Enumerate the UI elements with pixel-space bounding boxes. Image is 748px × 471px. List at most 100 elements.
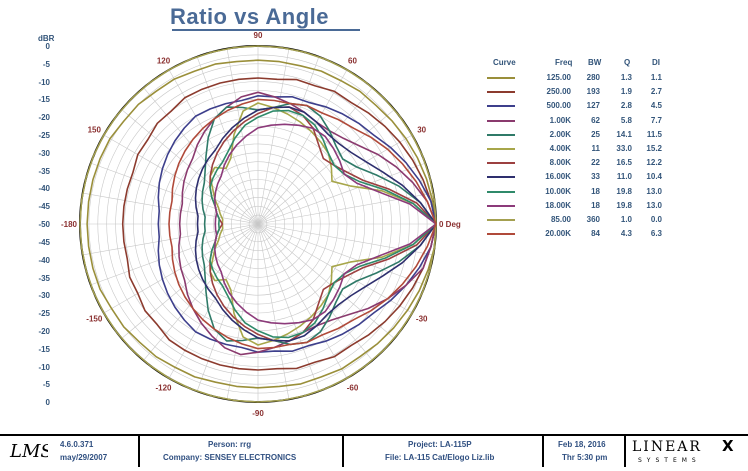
radial-tick-lower: -30 <box>38 291 50 301</box>
svg-text:SYSTEMS: SYSTEMS <box>638 457 701 464</box>
legend-freq: 125.00 <box>546 73 571 82</box>
legend-swatch <box>487 133 515 136</box>
legend-di: 1.1 <box>650 73 662 82</box>
legend-swatch <box>487 176 515 179</box>
grid-spoke <box>257 223 395 339</box>
legend-bw: 62 <box>591 115 600 125</box>
grid-spoke <box>257 223 348 379</box>
angle-label-60: 60 <box>348 56 357 65</box>
polar-curves <box>79 45 437 403</box>
legend-bw: 33 <box>591 172 600 182</box>
angle-label--120: -120 <box>155 384 172 393</box>
curve-10.00K <box>209 109 437 339</box>
legend-q: 33.0 <box>616 144 632 153</box>
legend-swatch <box>487 190 515 193</box>
angle-label--150: -150 <box>86 315 103 324</box>
legend-bw: 22 <box>591 158 600 168</box>
legend-freq: 1.00K <box>549 115 571 125</box>
angle-label-0 Deg: 0 Deg <box>439 220 461 229</box>
angle-label-90: 90 <box>254 31 263 40</box>
legend-bw: 84 <box>591 229 600 239</box>
svg-text:X: X <box>722 437 734 455</box>
legend-bw: 25 <box>591 129 600 139</box>
grid-spoke <box>90 223 259 286</box>
legend-swatch <box>487 105 515 108</box>
angle-label--180: -180 <box>61 220 78 229</box>
grid-spoke <box>143 87 259 225</box>
grid-spoke <box>226 48 259 225</box>
footer-cell-date <box>542 436 626 467</box>
curve-500.00 <box>157 95 437 353</box>
legend-di: 4.5 <box>650 101 662 111</box>
grid-spoke <box>257 223 413 314</box>
footer-version: 4.6.0.371 <box>60 440 94 449</box>
curve-85.00 <box>79 45 437 403</box>
footer-date: Feb 18, 2016 <box>558 440 606 449</box>
footer-cell-project <box>342 436 544 467</box>
footer-company: Company: SENSEY ELECTRONICS <box>163 453 297 462</box>
grid-spoke <box>226 223 259 400</box>
footer-file: File: LA-115 Cat/Elogo Liz.lib <box>385 453 495 462</box>
legend-bw: 18 <box>591 200 600 210</box>
legend-q: 11.0 <box>616 172 632 182</box>
radial-tick-upper: -5 <box>42 59 50 69</box>
legend-freq: 500.00 <box>546 101 571 111</box>
radial-axis-label: dBR <box>38 34 55 43</box>
legend-freq: 250.00 <box>546 87 571 97</box>
legend-swatch <box>487 91 515 94</box>
radial-tick-upper: -20 <box>38 113 50 123</box>
footer-time: Thr 5:30 pm <box>562 453 608 462</box>
radial-tick-upper: 0 <box>45 42 50 51</box>
footer-cell-person <box>138 436 344 467</box>
legend-swatch <box>487 204 515 207</box>
legend-swatch <box>487 219 515 221</box>
radial-tick-upper: -25 <box>38 131 50 140</box>
grid-spoke <box>121 109 259 225</box>
angle-label-150: 150 <box>88 126 102 135</box>
radial-tick-upper: -45 <box>38 202 50 212</box>
lms-logo: LMS <box>8 440 53 467</box>
radial-tick-lower: -25 <box>38 309 50 319</box>
curve-18.00K <box>214 123 437 325</box>
legend-freq: 4.00K <box>549 144 571 153</box>
legend-q: 19.8 <box>616 186 632 196</box>
grid-spoke <box>257 223 290 400</box>
legend-swatch <box>487 77 515 79</box>
linearx-logo: LINEAR X SYSTEMS <box>628 437 744 465</box>
grid-spoke <box>103 134 259 225</box>
radial-tick-lower: 0 <box>45 398 50 408</box>
radial-tick-lower: -20 <box>38 327 50 336</box>
legend-swatch <box>487 119 515 122</box>
legend-di: 15.2 <box>646 144 662 153</box>
legend-di: 13.0 <box>646 186 662 196</box>
grid-spoke <box>257 162 426 225</box>
radial-tick-upper: -40 <box>38 184 50 194</box>
grid-spoke <box>257 109 395 225</box>
grid-spoke <box>121 223 259 339</box>
legend-q: 5.8 <box>620 115 632 125</box>
footer-cell-version <box>0 436 140 467</box>
grid-spoke <box>257 223 426 286</box>
title-underline <box>172 29 360 31</box>
grid-spoke <box>257 56 320 225</box>
radial-tick-upper: -15 <box>38 95 50 105</box>
legend-di: 7.7 <box>650 115 662 125</box>
legend-header-di: DI <box>652 58 660 67</box>
radial-tick-upper: -30 <box>38 148 50 158</box>
legend-bw: 18 <box>591 186 600 196</box>
svg-text:LMS: LMS <box>9 441 48 462</box>
grid-spoke <box>257 223 320 392</box>
legend-di: 12.2 <box>646 158 662 168</box>
legend-freq: 20.00K <box>545 229 571 239</box>
legend-bw: 360 <box>586 215 600 224</box>
legend-bw: 11 <box>591 144 600 153</box>
curve-2.00K <box>201 102 437 346</box>
chart-title: Ratio vs Angle <box>170 4 329 29</box>
legend-di: 6.3 <box>650 229 662 239</box>
legend-header-q: Q <box>624 58 631 67</box>
legend-q: 1.3 <box>620 73 632 82</box>
radial-tick-lower: -40 <box>38 255 50 265</box>
